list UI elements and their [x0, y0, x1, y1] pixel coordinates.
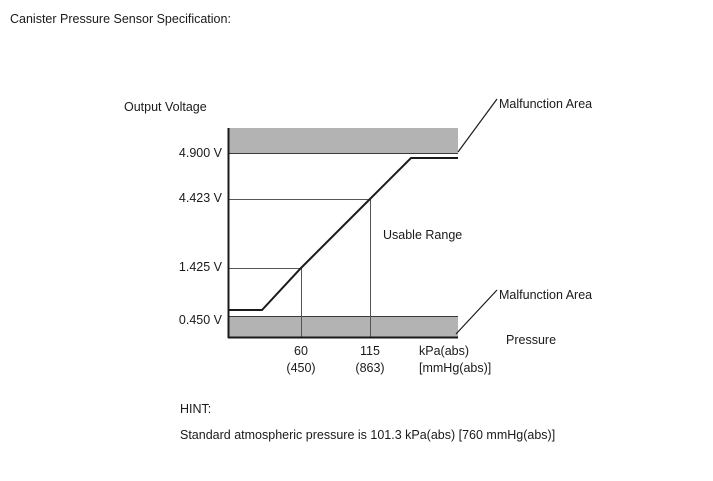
y-tick-label-4423: 4.423 V	[178, 191, 222, 205]
x-units-kpa: kPa(abs)	[419, 344, 470, 358]
x-axis-title: Pressure	[506, 333, 557, 347]
hint-heading: HINT:	[180, 402, 212, 416]
sensor-output-curve	[228, 157, 458, 311]
y-axis-title: Output Voltage	[124, 100, 207, 114]
malfunction-area-bottom-label: Malfunction Area	[499, 288, 593, 302]
usable-range-label: Usable Range	[383, 228, 463, 242]
x-tick-115-mmhg: (863)	[355, 361, 385, 375]
x-tick-60-mmhg: (450)	[286, 361, 316, 375]
y-tick-label-4900: 4.900 V	[178, 146, 222, 160]
x-tick-label-115: 115 (863)	[340, 344, 400, 375]
malfunction-band-lower	[228, 316, 458, 338]
page-title: Canister Pressure Sensor Specification:	[10, 12, 231, 26]
x-tick-60-kpa: 60	[294, 344, 308, 358]
x-units-mmhg: [mmHg(abs)]	[419, 361, 492, 375]
x-axis-units: kPa(abs) [mmHg(abs)]	[419, 344, 539, 375]
x-tick-115-kpa: 115	[360, 344, 380, 358]
malfunction-area-top-label: Malfunction Area	[499, 97, 593, 111]
malfunction-band-upper	[228, 128, 458, 153]
y-tick-label-1425: 1.425 V	[178, 260, 222, 274]
leader-line-malfunction-bottom	[455, 289, 498, 335]
leader-line-malfunction-top	[457, 98, 498, 153]
x-tick-label-60: 60 (450)	[271, 344, 331, 375]
hint-body: Standard atmospheric pressure is 101.3 k…	[180, 428, 556, 442]
y-tick-label-0450: 0.450 V	[178, 313, 222, 327]
